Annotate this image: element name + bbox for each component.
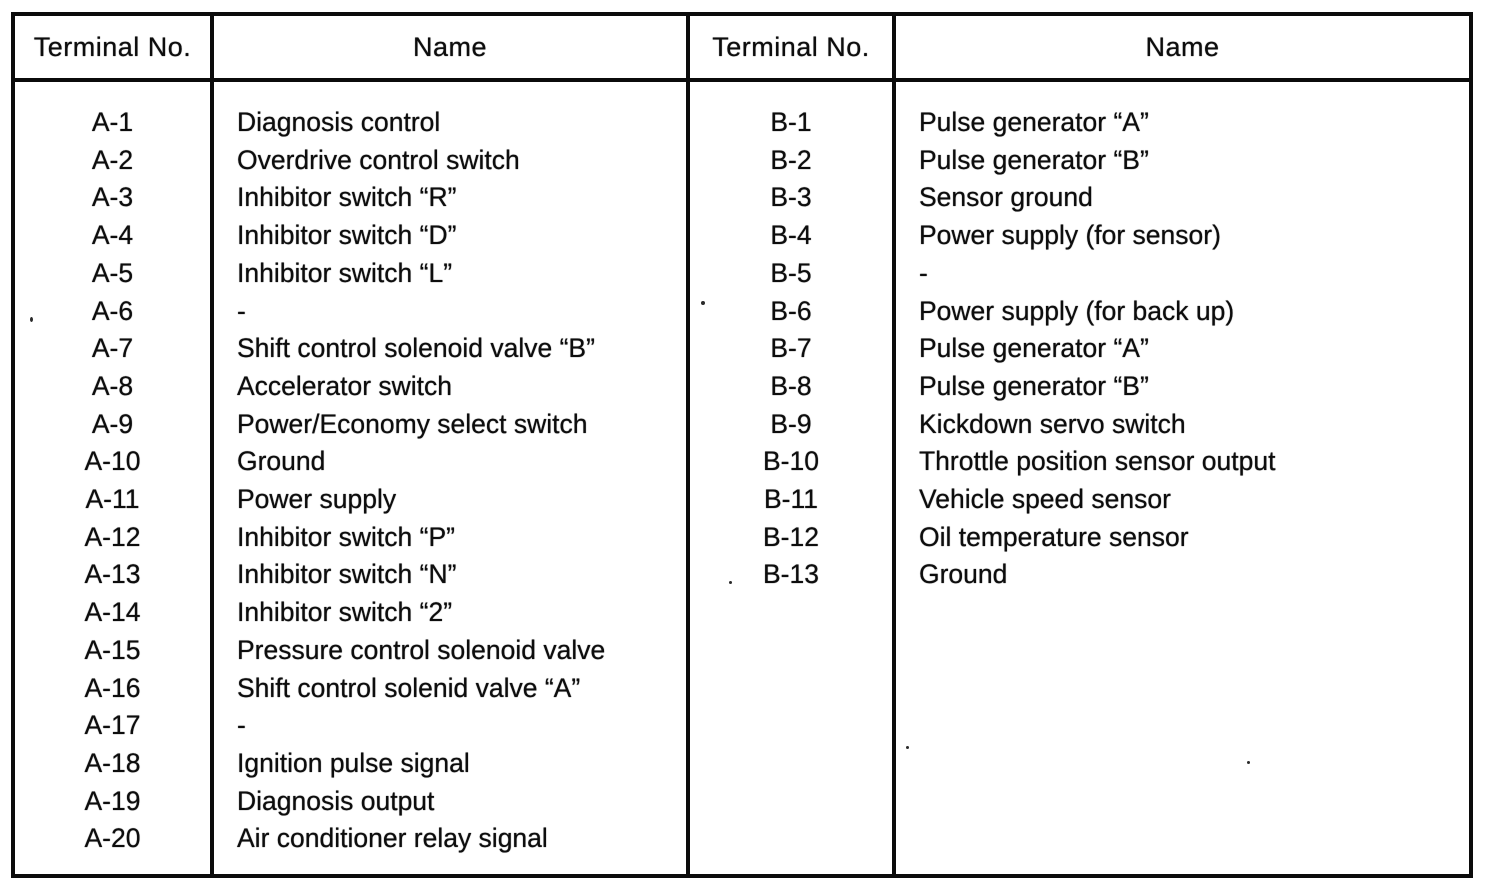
terminal-number: A-10 <box>84 446 141 477</box>
terminal-name: Pulse generator “B” <box>919 144 1149 175</box>
terminal-number: A-5 <box>91 257 134 288</box>
terminal-number: A-13 <box>84 559 141 590</box>
terminal-name: Power/Economy select switch <box>237 408 588 439</box>
terminal-name: Ground <box>237 446 326 477</box>
terminal-number: B-10 <box>763 446 819 477</box>
terminal-name: Inhibitor switch “L” <box>237 257 453 288</box>
terminal-name: Inhibitor switch “P” <box>237 521 455 552</box>
terminal-number: A-14 <box>84 597 141 628</box>
terminal-name: Inhibitor switch “2” <box>237 597 453 628</box>
terminal-name: Diagnosis output <box>237 785 435 816</box>
terminal-name: Oil temperature sensor <box>919 521 1189 552</box>
terminal-name: Pulse generator “A” <box>919 333 1149 364</box>
terminal-number: A-16 <box>84 672 141 703</box>
terminal-number: B-7 <box>770 333 812 364</box>
terminal-name: Overdrive control switch <box>237 144 520 175</box>
terminal-name: Inhibitor switch “N” <box>237 559 457 590</box>
terminal-number: A-17 <box>84 710 141 741</box>
terminal-name: Kickdown servo switch <box>919 408 1186 439</box>
terminal-name: Throttle position sensor output <box>919 446 1276 477</box>
terminal-name: Pressure control solenoid valve <box>237 634 606 665</box>
scan-speck <box>701 301 705 305</box>
terminal-name: Ground <box>919 559 1008 590</box>
terminal-name: Pulse generator “B” <box>919 370 1149 401</box>
terminal-number: A-6 <box>91 295 134 326</box>
terminal-number: B-1 <box>770 107 812 137</box>
terminal-number: A-2 <box>91 144 134 175</box>
terminal-name: - <box>237 710 246 741</box>
terminal-number: A-15 <box>84 634 141 665</box>
terminal-number: B-3 <box>770 182 812 213</box>
terminal-number: B-11 <box>763 484 818 515</box>
terminal-name: Shift control solenoid valve “B” <box>237 333 595 364</box>
terminal-number: B-8 <box>770 370 812 401</box>
terminal-name: Sensor ground <box>919 182 1093 213</box>
terminal-number: A-18 <box>84 747 141 778</box>
terminal-number: B-5 <box>770 257 812 288</box>
terminal-number: A-12 <box>84 521 141 552</box>
header-name-left: Name <box>210 12 690 82</box>
header-terminal-no-right: Terminal No. <box>686 12 896 82</box>
terminal-name: Diagnosis control <box>237 107 441 137</box>
terminal-name: Power supply (for sensor) <box>919 220 1221 251</box>
terminal-number: B-9 <box>770 408 812 439</box>
terminal-name: Power supply (for back up) <box>919 295 1235 326</box>
scan-speck <box>729 581 732 584</box>
terminal-number: B-6 <box>770 295 812 326</box>
terminal-name: Power supply <box>237 484 397 515</box>
terminal-number: A-7 <box>91 333 134 364</box>
terminal-name: Ignition pulse signal <box>237 747 470 778</box>
terminal-number: A-8 <box>91 370 134 401</box>
terminal-number: A-1 <box>91 107 134 137</box>
terminal-number: A-19 <box>84 785 141 816</box>
header-name-right: Name <box>892 12 1473 82</box>
terminal-number: A-11 <box>85 484 140 515</box>
terminal-name: Inhibitor switch “R” <box>237 182 457 213</box>
name-column-b: Pulse generator “A” Pulse generator “B” Se… <box>892 78 1473 878</box>
scan-speck <box>30 317 33 322</box>
terminal-number: A-20 <box>84 823 141 854</box>
scan-speck <box>1247 761 1250 764</box>
terminal-name: Air conditioner relay signal <box>237 823 548 854</box>
terminal-number: A-9 <box>91 408 134 439</box>
header-terminal-no-left: Terminal No. <box>11 12 214 82</box>
terminal-number: B-2 <box>770 144 812 175</box>
terminal-number: B-13 <box>763 559 819 590</box>
terminal-name: Pulse generator “A” <box>919 107 1149 137</box>
terminal-name: Vehicle speed sensor <box>919 484 1171 515</box>
scan-speck <box>906 746 909 749</box>
header-row: Terminal No. Name Terminal No. Name <box>11 12 1473 82</box>
terminal-name: Inhibitor switch “D” <box>237 220 457 251</box>
terminal-number: B-12 <box>763 521 819 552</box>
terminal-number: A-4 <box>91 220 134 251</box>
terminal-name: Shift control solenid valve “A” <box>237 672 581 703</box>
terminal-number: A-3 <box>91 182 134 213</box>
terminal-name: Accelerator switch <box>237 370 453 401</box>
terminal-name: - <box>919 257 928 288</box>
terminal-name: - <box>237 295 246 326</box>
terminal-number: B-4 <box>770 220 812 251</box>
